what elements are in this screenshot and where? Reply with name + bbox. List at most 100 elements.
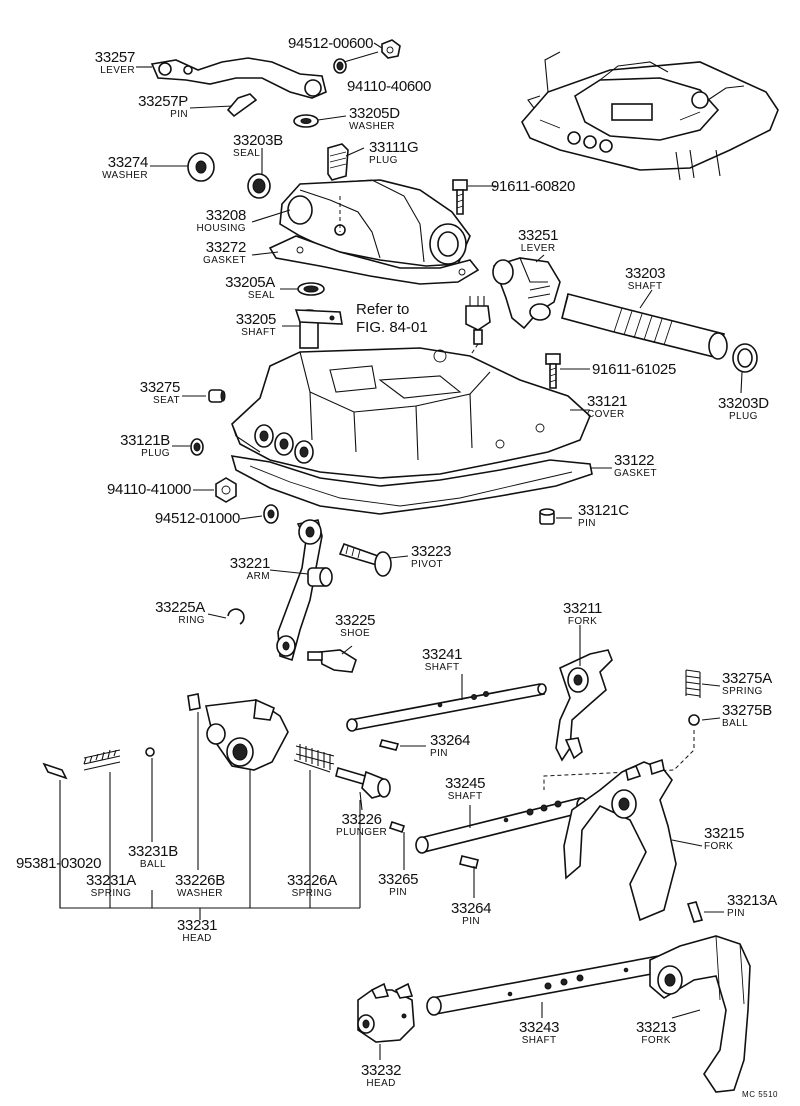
pin-33264-lower — [459, 855, 479, 869]
plug-33121b — [190, 438, 204, 456]
pivot-33223 — [338, 542, 392, 577]
refer-note-line2: FIG. 84-01 — [356, 319, 428, 336]
housing-33208 — [279, 179, 471, 267]
washer-33274 — [187, 152, 215, 182]
label-95381-03020: 95381-03020 — [16, 855, 102, 872]
fork-33215 — [563, 758, 677, 922]
nut-94110-40600 — [381, 39, 401, 59]
label-94512-01000: 94512-01000 — [154, 510, 240, 527]
shaft-33205 — [294, 309, 343, 349]
label-94512-00600: 94512-00600 — [288, 35, 374, 52]
spring-33226a — [293, 744, 335, 773]
seat-33275 — [208, 389, 226, 403]
washer-33226b — [187, 693, 201, 711]
plunger-33226 — [335, 766, 391, 799]
plug-33111g — [327, 143, 349, 181]
pin-33264-upper — [378, 739, 400, 751]
drawing-code: MC 5510 — [742, 1090, 778, 1099]
spring-33231a — [83, 749, 121, 771]
shaft-33203 — [561, 293, 728, 360]
pin-95381 — [42, 762, 68, 780]
gasket-33122 — [230, 455, 593, 515]
bolt-91611-61025 — [545, 353, 561, 389]
pin-33257p — [226, 93, 258, 118]
ball-33231b — [145, 747, 155, 757]
label-94110-41000: 94110-41000 — [106, 481, 191, 498]
spring-33275a — [685, 669, 701, 698]
washer-94512-00600 — [333, 58, 347, 74]
bolt-91611-60820 — [452, 179, 468, 215]
pin-33213a — [686, 901, 704, 923]
head-33231 — [205, 698, 289, 771]
washer-94512-01000 — [263, 504, 279, 524]
arm-33221 — [276, 519, 333, 662]
shaft-33243 — [426, 951, 685, 1016]
assembled-transmission-cover — [521, 51, 779, 181]
lever-33257 — [150, 57, 327, 99]
label-94110-40600: 94110-40600 — [347, 78, 432, 95]
pin-33121c — [539, 508, 555, 525]
ring-33225a — [227, 608, 245, 625]
nut-94110-41000 — [215, 477, 237, 503]
switch-refer-fig — [431, 296, 491, 361]
shaft-33241 — [346, 683, 547, 732]
seal-33203b — [247, 173, 271, 199]
pin-33265 — [388, 820, 406, 834]
gasket-33272 — [268, 235, 480, 285]
ball-33275b — [688, 714, 700, 726]
washer-33205d — [293, 114, 319, 128]
cover-33121 — [231, 347, 591, 479]
lever-33251 — [492, 257, 561, 330]
shoe-33225 — [307, 649, 357, 673]
leader-lines — [59, 42, 743, 1060]
fork-33211 — [555, 649, 613, 762]
plug-33203d — [732, 343, 758, 373]
leader-ball — [543, 730, 695, 790]
fork-33213 — [649, 935, 751, 1093]
seal-33205a — [297, 282, 325, 296]
label-91611-61025: 91611-61025 — [592, 361, 677, 378]
shaft-33245 — [415, 797, 588, 854]
head-33232 — [357, 982, 415, 1043]
